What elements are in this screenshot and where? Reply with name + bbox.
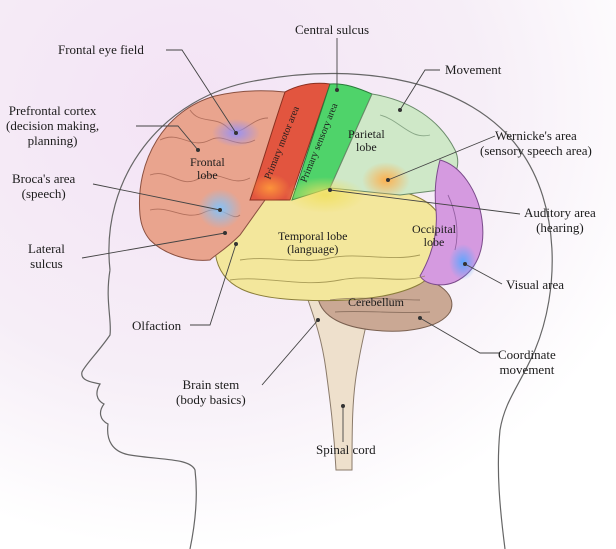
label-visual-area: Visual area xyxy=(506,277,564,292)
label-brain-stem-line-1: Brain stem xyxy=(176,377,246,392)
visual-area-spot xyxy=(449,244,477,280)
label-temporal-lobe: Temporal lobe (language) xyxy=(278,230,347,256)
label-cerebellum: Cerebellum xyxy=(348,296,404,309)
label-brocas-area: Broca's area (speech) xyxy=(12,171,75,201)
label-olfaction-line: Olfaction xyxy=(132,318,181,333)
label-brain-stem-line-2: (body basics) xyxy=(176,392,246,407)
label-movement: Movement xyxy=(445,62,501,77)
auditory-spot xyxy=(285,177,365,213)
label-lateral-sulcus-line-1: Lateral xyxy=(28,241,65,256)
label-frontal-eye-field-line: Frontal eye field xyxy=(58,42,144,57)
label-frontal-lobe-line-2: lobe xyxy=(190,169,225,182)
label-wernickes-area-line-1: Wernicke's area xyxy=(480,128,592,143)
label-occipital-lobe-line-2: lobe xyxy=(412,236,456,249)
label-auditory-area-line-2: (hearing) xyxy=(524,220,596,235)
label-prefrontal-cortex: Prefrontal cortex (decision making, plan… xyxy=(6,103,99,148)
label-brain-stem: Brain stem (body basics) xyxy=(176,377,246,407)
label-frontal-lobe: Frontal lobe xyxy=(190,156,225,182)
label-prefrontal-cortex-line-1: Prefrontal cortex xyxy=(6,103,99,118)
label-auditory-area: Auditory area (hearing) xyxy=(524,205,596,235)
label-wernickes-area-line-2: (sensory speech area) xyxy=(480,143,592,158)
label-coordinate-movement: Coordinate movement xyxy=(498,347,556,377)
label-visual-area-line: Visual area xyxy=(506,277,564,292)
label-olfaction: Olfaction xyxy=(132,318,181,333)
label-lateral-sulcus: Lateral sulcus xyxy=(28,241,65,271)
label-spinal-cord: Spinal cord xyxy=(316,442,376,457)
label-brocas-area-line-1: Broca's area xyxy=(12,171,75,186)
label-temporal-lobe-line-2: (language) xyxy=(278,243,347,256)
label-spinal-cord-line: Spinal cord xyxy=(316,442,376,457)
label-frontal-eye-field: Frontal eye field xyxy=(58,42,144,57)
label-central-sulcus: Central sulcus xyxy=(295,22,369,37)
label-parietal-lobe: Parietal lobe xyxy=(348,128,385,154)
label-prefrontal-cortex-line-2: (decision making, xyxy=(6,118,99,133)
label-auditory-area-line-1: Auditory area xyxy=(524,205,596,220)
label-occipital-lobe: Occipital lobe xyxy=(412,223,456,249)
label-central-sulcus-line: Central sulcus xyxy=(295,22,369,37)
label-lateral-sulcus-line-2: sulcus xyxy=(28,256,65,271)
label-wernickes-area: Wernicke's area (sensory speech area) xyxy=(480,128,592,158)
label-coordinate-movement-line-1: Coordinate xyxy=(498,347,556,362)
label-prefrontal-cortex-line-3: planning) xyxy=(6,133,99,148)
label-coordinate-movement-line-2: movement xyxy=(498,362,556,377)
label-movement-line: Movement xyxy=(445,62,501,77)
label-brocas-area-line-2: (speech) xyxy=(12,186,75,201)
label-parietal-lobe-line-2: lobe xyxy=(348,141,385,154)
label-cerebellum-line: Cerebellum xyxy=(348,296,404,309)
